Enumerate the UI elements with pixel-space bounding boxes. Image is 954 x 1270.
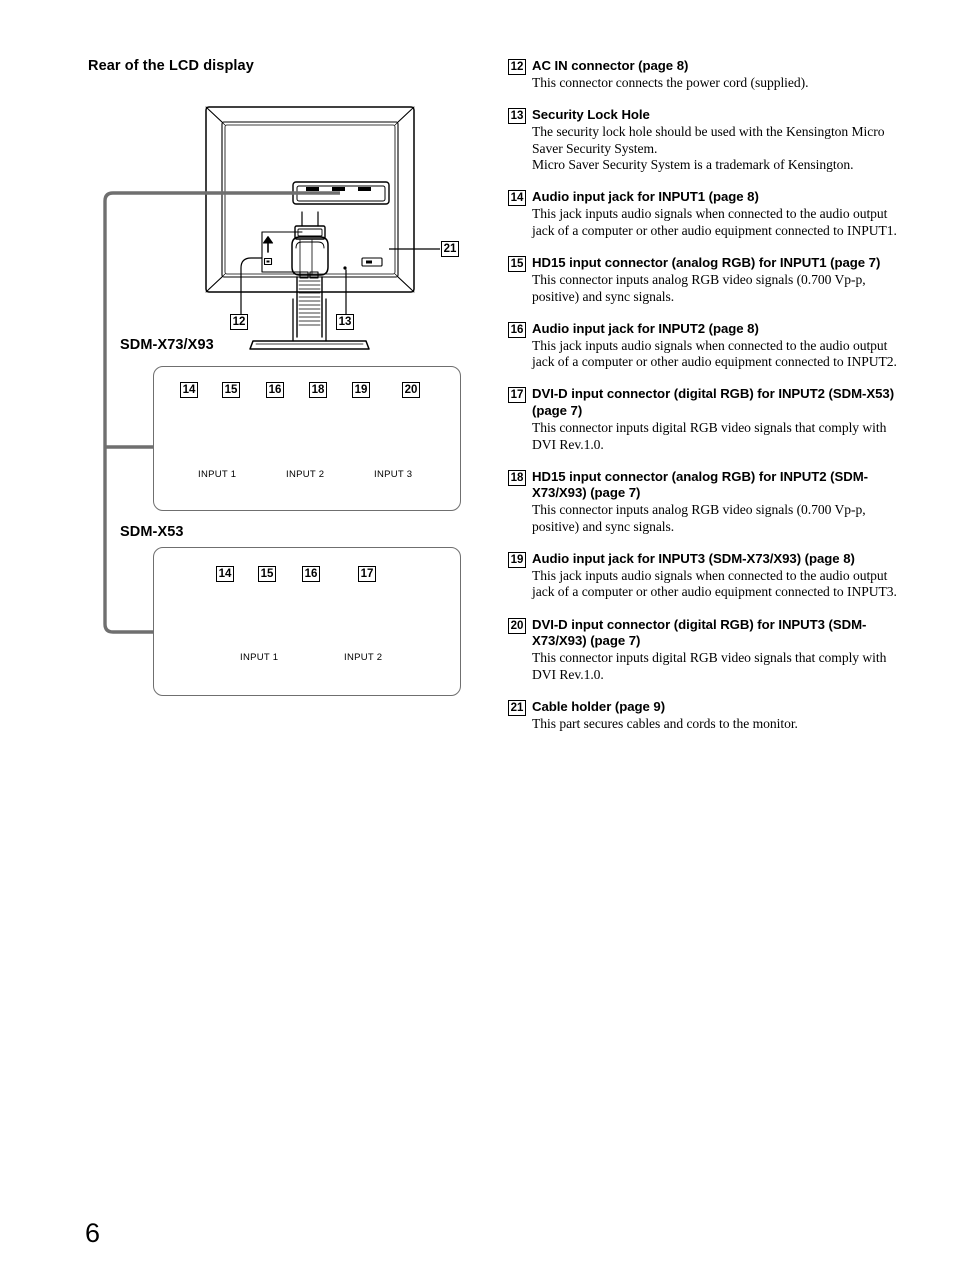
legend-number-12: 12 — [508, 59, 526, 75]
callout-20-x73: 20 — [402, 382, 420, 398]
legend-body-20: This connector inputs digital RGB video … — [532, 650, 887, 682]
legend-number-19: 19 — [508, 551, 526, 568]
legend-heading-19: Audio input jack for INPUT3 (SDM-X73/X93… — [532, 550, 855, 566]
legend-number-14: 14 — [508, 190, 526, 207]
legend-heading-21: Cable holder (page 9) — [532, 698, 666, 714]
legend-body-12: This connector connects the power cord (… — [532, 75, 809, 90]
legend-body-15: This connector inputs analog RGB video s… — [532, 272, 866, 304]
model-label-x73-x93: SDM-X73/X93 — [120, 337, 214, 353]
input-caption-x73-2: INPUT 2 — [286, 469, 325, 480]
legend-heading-15: HD15 input connector (analog RGB) for IN… — [532, 255, 881, 271]
legend-list: 12 AC IN connector (page 8) This connector… — [508, 58, 903, 748]
callout-16-x53: 16 — [302, 566, 320, 582]
legend-entry-20: 20 DVI-D input connector (digital RGB) fo… — [508, 617, 903, 684]
legend-body-14: This jack inputs audio signals when conn… — [532, 206, 897, 238]
legend-body-16: This jack inputs audio signals when conn… — [532, 337, 897, 370]
legend-body-13: The security lock hole should be used wi… — [532, 124, 885, 173]
callout-14-x53: 14 — [216, 566, 234, 582]
legend-entry-21: 21 Cable holder (page 9)This part secures… — [508, 699, 903, 733]
model-label-x53: SDM-X53 — [120, 524, 184, 540]
legend-heading-13: Security Lock Hole — [532, 107, 650, 123]
legend-entry-19: 19 Audio input jack for INPUT3 (SDM-X73/X… — [508, 551, 903, 601]
callout-17-x53: 17 — [358, 566, 376, 582]
page-title: Rear of the LCD display — [88, 58, 254, 74]
callout-15-x73: 15 — [222, 382, 240, 398]
legend-heading-16: Audio input jack for INPUT2 (page 8) — [532, 320, 759, 336]
callout-13: 13 — [336, 314, 354, 330]
legend-body-17: This connector inputs digital RGB video … — [532, 419, 887, 452]
legend-heading-17: DVI-D input connector (digital RGB) for … — [532, 386, 895, 418]
legend-heading-18: HD15 input connector (analog RGB) for IN… — [532, 468, 868, 501]
input-caption-x73-3: INPUT 3 — [374, 469, 413, 480]
legend-body-21: This part secures cables and cords to th… — [532, 715, 798, 731]
page-number: 6 — [85, 1218, 101, 1248]
legend-number-13: 13 — [508, 108, 526, 125]
legend-number-15: 15 — [508, 256, 526, 273]
legend-entry-14: 14 Audio input jack for INPUT1 (page 8)Th… — [508, 189, 903, 239]
legend-body-19: This jack inputs audio signals when conn… — [532, 567, 897, 600]
legend-heading-14: Audio input jack for INPUT1 (page 8) — [532, 189, 759, 205]
legend-number-16: 16 — [508, 321, 526, 338]
callout-14-x73: 14 — [180, 382, 198, 398]
input-caption-x73-1: INPUT 1 — [198, 469, 237, 480]
legend-number-17: 17 — [508, 387, 526, 404]
input-caption-x53-2: INPUT 2 — [344, 652, 383, 663]
legend-heading-20: DVI-D input connector (digital RGB) for … — [532, 616, 867, 649]
legend-entry-18: 18 HD15 input connector (analog RGB) for … — [508, 469, 903, 536]
legend-entry-17: 17 DVI-D input connector (digital RGB) fo… — [508, 386, 903, 453]
callout-12: 12 — [230, 314, 248, 330]
callout-16-x73: 16 — [266, 382, 284, 398]
legend-entry-12: 12 AC IN connector (page 8) This connector… — [508, 58, 903, 92]
legend-entry-15: 15 HD15 input connector (analog RGB) for … — [508, 255, 903, 305]
legend-body-18: This connector inputs analog RGB video s… — [532, 502, 866, 534]
legend-entry-16: 16 Audio input jack for INPUT2 (page 8)Th… — [508, 321, 903, 371]
legend-number-18: 18 — [508, 469, 526, 486]
legend-number-20: 20 — [508, 617, 526, 634]
left-column: Rear of the LCD display — [88, 58, 488, 74]
callout-21: 21 — [441, 241, 459, 257]
callout-15-x53: 15 — [258, 566, 276, 582]
callout-18-x73: 18 — [309, 382, 327, 398]
input-caption-x53-1: INPUT 1 — [240, 652, 279, 663]
legend-heading-12: AC IN connector (page 8) — [532, 58, 689, 73]
callout-19-x73: 19 — [352, 382, 370, 398]
legend-number-21: 21 — [508, 699, 526, 716]
